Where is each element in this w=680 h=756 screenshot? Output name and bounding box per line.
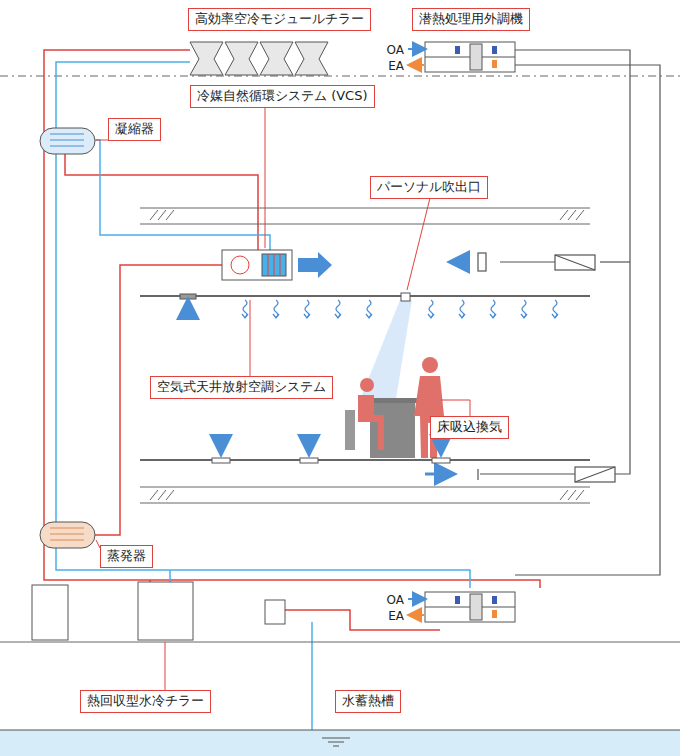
callout-text: 水蓄熱槽 (342, 693, 394, 710)
drawing-stroke (459, 314, 465, 318)
drawing-stroke (522, 300, 526, 317)
drawing-stroke (367, 300, 371, 317)
air-label: OA (387, 44, 404, 56)
callout-text: 床吸込換気 (437, 419, 502, 436)
air-cooled-chiller (190, 42, 328, 75)
drawing-stroke (410, 614, 424, 616)
drawing-stroke (274, 300, 278, 317)
callout-text: 蒸発器 (107, 548, 146, 565)
drawing-stroke (553, 300, 557, 317)
drawing-stroke (305, 300, 309, 317)
drawing-stroke (260, 42, 293, 75)
drawing-stroke (429, 300, 433, 317)
drawing-stroke (460, 300, 464, 317)
drawing-stroke (295, 42, 328, 75)
refrigerant-pipes (44, 50, 540, 738)
drawing-stroke (336, 300, 340, 317)
callout-text: 潜熱処理用外調機 (419, 11, 523, 28)
drawing-stroke (410, 64, 424, 66)
drawing-stroke (428, 314, 434, 318)
callout-box: 水蓄熱槽 (335, 690, 401, 713)
drawing-stroke (455, 596, 460, 604)
drawing-stroke (521, 314, 527, 318)
roof-line (0, 76, 680, 77)
drawing-stroke (491, 300, 495, 317)
drawing-stroke (492, 60, 497, 68)
drawing-stroke (490, 314, 496, 318)
drawing-stroke (408, 48, 424, 50)
building-slabs (0, 208, 680, 642)
callout-text: 空気式天井放射空調システム (157, 379, 326, 396)
callout-box: 潜熱処理用外調機 (412, 8, 530, 31)
air-label: OA (387, 594, 404, 606)
drawing-stroke (225, 42, 258, 75)
callout-box: 高効率空冷モジュールチラー (188, 8, 371, 31)
drawing-stroke (492, 596, 497, 604)
vcs-unit (180, 250, 332, 318)
water-tank (0, 730, 680, 756)
drawing-stroke (243, 300, 247, 317)
callout-text: パーソナル吹出口 (377, 179, 481, 196)
callout-text: 冷媒自然循環システム (VCS) (197, 88, 368, 105)
callout-text: 凝縮器 (115, 121, 154, 138)
callout-text: 高効率空冷モジュールチラー (195, 11, 364, 28)
condenser-evaporator (40, 128, 95, 548)
drawing-stroke (304, 314, 310, 318)
callout-box: 冷媒自然循環システム (VCS) (190, 85, 375, 108)
callout-box: 床吸込換気 (430, 416, 509, 439)
drawing-stroke (190, 42, 223, 75)
air-label: EA (388, 610, 404, 622)
drawing-stroke (470, 44, 482, 70)
drawing-stroke (425, 42, 515, 72)
drawing-stroke (470, 594, 482, 620)
callout-box: パーソナル吹出口 (370, 176, 488, 199)
water-chillers (32, 582, 285, 640)
callout-box: 熱回収型水冷チラー (80, 690, 211, 713)
drawing-stroke (408, 598, 424, 600)
office-workers (345, 357, 444, 458)
drawing-stroke (366, 314, 372, 318)
callout-box: 凝縮器 (108, 118, 161, 141)
drawing-stroke (273, 314, 279, 318)
callout-box: 空気式天井放射空調システム (150, 376, 333, 399)
drawing-stroke (492, 46, 497, 54)
drawing-stroke (552, 314, 558, 318)
drawing-stroke (425, 592, 515, 622)
drawing-stroke (492, 610, 497, 618)
air-label: EA (388, 60, 404, 72)
floor-inlets (212, 440, 450, 463)
drawing-stroke (455, 46, 460, 54)
drawing-stroke (242, 314, 248, 318)
callout-box: 蒸発器 (100, 545, 153, 568)
ducts (478, 50, 660, 575)
outdoor-air-unit (408, 42, 515, 622)
drawing-stroke (335, 314, 341, 318)
callout-text: 熱回収型水冷チラー (87, 693, 204, 710)
